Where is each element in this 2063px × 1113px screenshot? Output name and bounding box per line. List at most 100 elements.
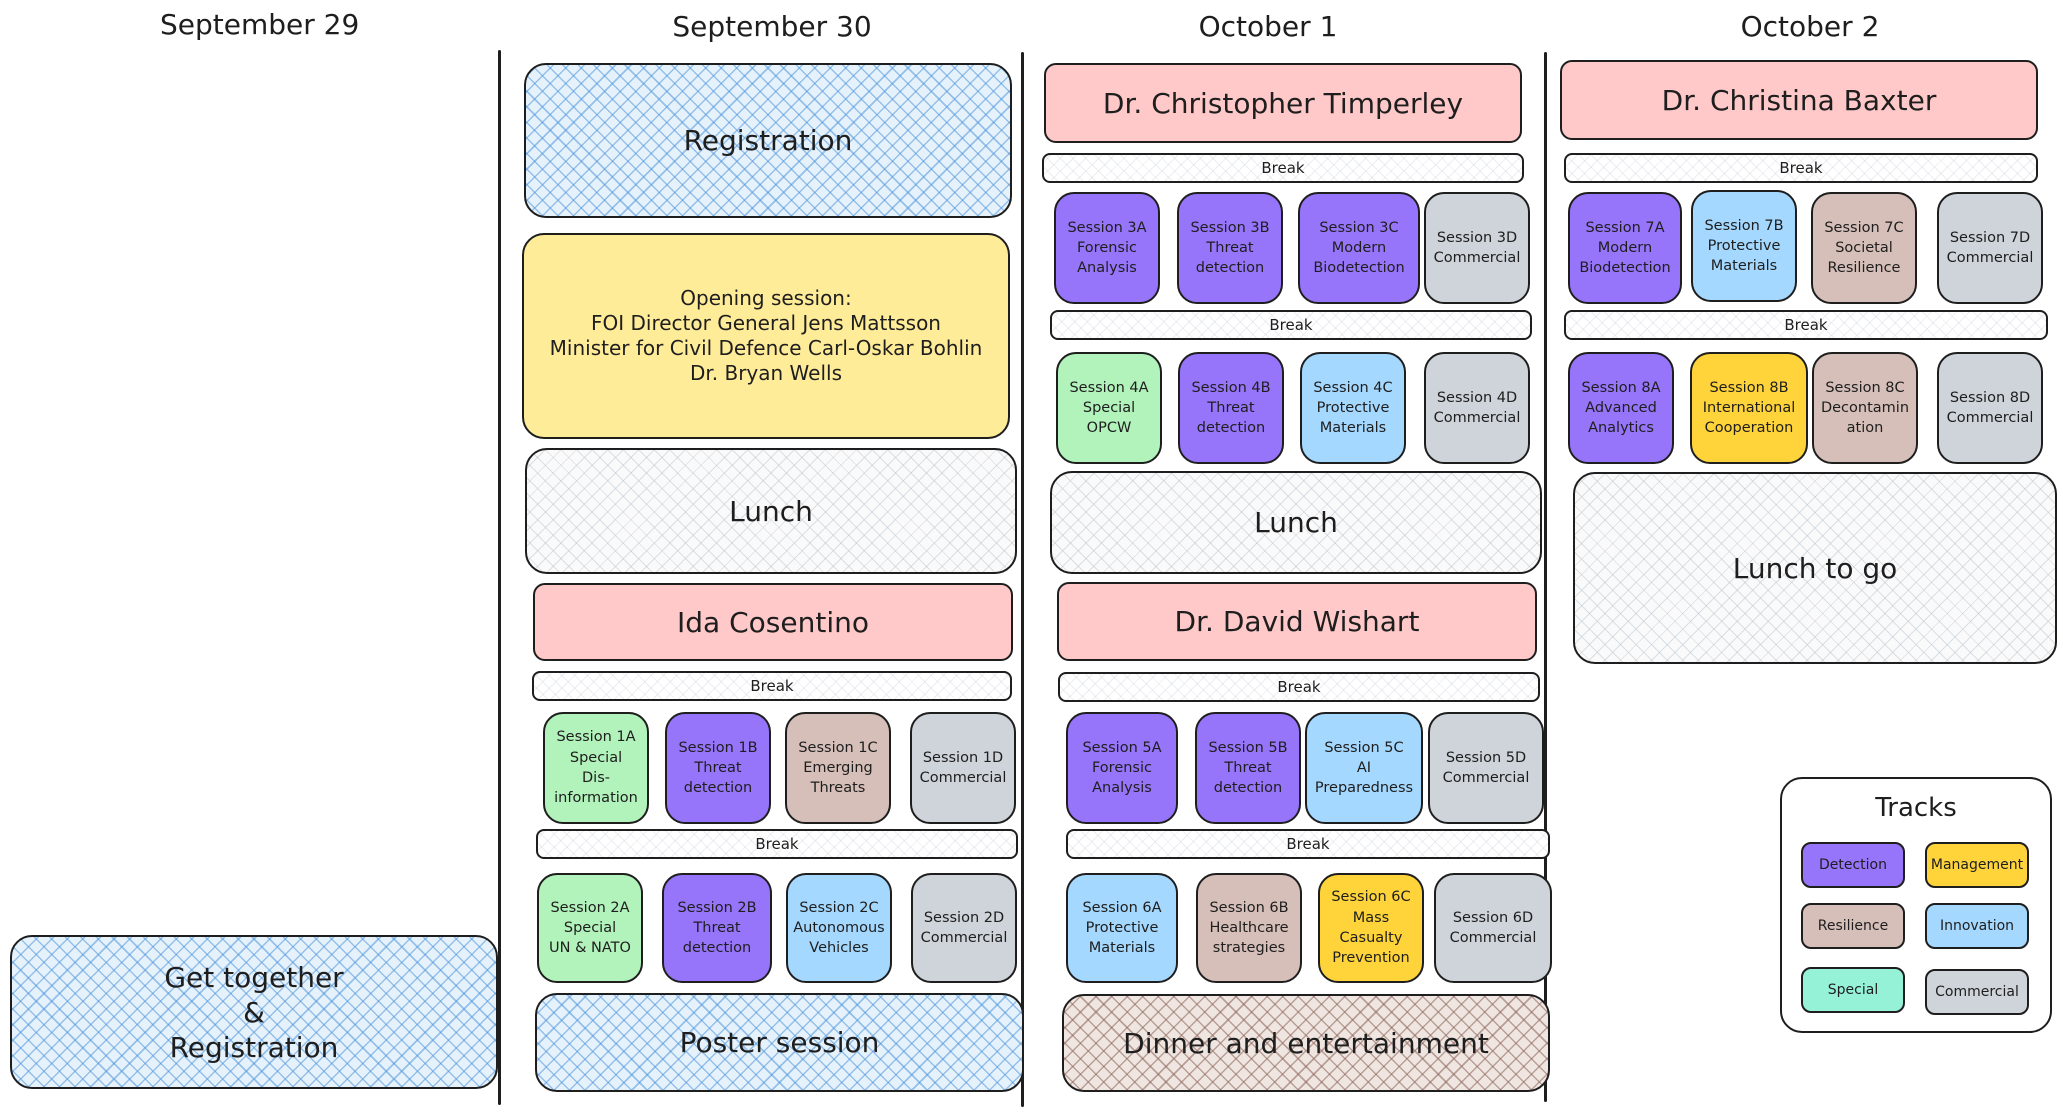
lunch-label: Lunch (1254, 506, 1338, 539)
day-divider (498, 50, 501, 1105)
session-label-line: Session 2B (677, 899, 757, 916)
keynote-speaker-name: Dr. Christina Baxter (1661, 83, 1937, 117)
session-label-line: Session 5C (1324, 739, 1404, 756)
legend-item-innovation: Innovation (1925, 903, 2029, 949)
session-label-line: Session 4D (1436, 389, 1518, 406)
day-divider (1021, 52, 1024, 1107)
session-label-line: Protective (1707, 237, 1781, 254)
legend-item-management: Management (1925, 842, 2029, 888)
session-label-line: Threat (1206, 239, 1254, 256)
lunch-box: Lunch (525, 448, 1017, 574)
opening-session-line: Opening session: (680, 286, 852, 310)
session-label-line: detection (683, 780, 753, 797)
session-label-line: Emerging (803, 759, 873, 776)
day-title-oct1: October 1 (1198, 10, 1338, 43)
session-label-line: Session 1D (922, 749, 1004, 766)
session-label-line: Analysis (1077, 260, 1137, 277)
session-label-line: Special (1082, 399, 1136, 416)
keynote-speaker-name: Ida Cosentino (677, 605, 869, 639)
session-label-line: Special (569, 749, 623, 766)
get-together-box: Get together & Registration (10, 935, 498, 1089)
session-label-line: Resilience (1827, 260, 1901, 277)
session-3d[interactable]: Session 3D Commercial (1424, 192, 1530, 304)
opening-session-line: Minister for Civil Defence Carl-Oskar Bo… (549, 336, 983, 360)
session-label-line: Forensic (1091, 759, 1152, 776)
session-label-line: ation (1846, 420, 1884, 437)
session-label-line: Analytics (1588, 420, 1654, 437)
session-label-line: Materials (1319, 420, 1387, 437)
session-label-line: Session 6C (1331, 889, 1411, 906)
session-label-line: Threat (1207, 399, 1255, 416)
session-label-line: Commercial (1433, 250, 1521, 266)
opening-session-line: Dr. Bryan Wells (689, 361, 842, 385)
session-label-line: Session 8B (1709, 379, 1789, 396)
session-label-line: Commercial (1433, 410, 1521, 426)
session-label-line: Session 6D (1452, 909, 1534, 926)
session-label-line: Dis- (582, 770, 610, 786)
registration-box: Registration (524, 63, 1012, 218)
session-label-line: detection (1195, 260, 1265, 277)
session-label-line: Healthcare (1209, 919, 1289, 936)
session-label-line: Commercial (920, 930, 1008, 946)
session-4d[interactable]: Session 4D Commercial (1424, 352, 1530, 464)
session-label-line: Session 3B (1190, 219, 1270, 236)
session-label-line: Advanced (1585, 399, 1657, 416)
session-7d[interactable]: Session 7D Commercial (1937, 192, 2043, 304)
session-label-line: Mass (1352, 909, 1390, 926)
session-label-line: Modern (1331, 239, 1387, 256)
session-3b[interactable]: Session 3B Threat detection (1177, 192, 1283, 304)
session-label-line: Session 2A (550, 899, 630, 916)
keynote-speaker-name: Dr. Christopher Timperley (1102, 86, 1464, 120)
session-label-line: Session 7D (1949, 229, 2031, 246)
session-label-line: AI (1356, 759, 1372, 776)
session-label-line: Session 2C (799, 899, 879, 916)
keynote-speaker-box: Dr. David Wishart (1057, 582, 1537, 661)
break-bar: Break (1564, 310, 2048, 340)
session-label-line: International (1702, 399, 1796, 416)
registration-label: Registration (683, 124, 853, 157)
session-label-line: Commercial (1946, 250, 2034, 266)
session-label-line: Session 7C (1824, 219, 1904, 236)
session-label-line: Session 3D (1436, 229, 1518, 246)
session-label-line: Vehicles (809, 940, 869, 957)
get-together-line: Get together (164, 960, 344, 994)
session-label-line: detection (682, 940, 752, 957)
session-label-line: Session 5B (1208, 739, 1288, 756)
day-title-sep29: September 29 (160, 8, 360, 41)
legend-item-resilience: Resilience (1801, 903, 1905, 949)
keynote-speaker-name: Dr. David Wishart (1174, 605, 1420, 638)
session-label-line: Societal (1835, 239, 1893, 256)
session-5c[interactable]: Session 5C AI Preparedness (1305, 712, 1423, 824)
session-label-line: Materials (1710, 258, 1778, 275)
session-label-line: Session 6B (1209, 899, 1289, 916)
session-label-line: Preparedness (1314, 780, 1414, 797)
session-label-line: Session 7B (1704, 217, 1784, 234)
